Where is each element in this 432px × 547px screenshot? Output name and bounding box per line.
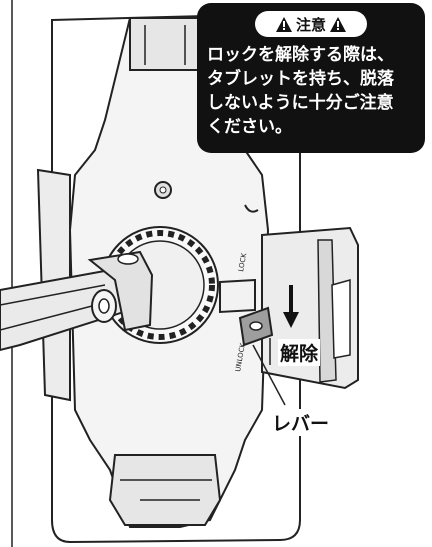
warning-icon [330, 16, 346, 32]
arm-head [87, 250, 154, 332]
bottom-clip [108, 454, 222, 526]
caution-line: しないように十分ご注意 [207, 93, 394, 113]
warning-icon [275, 16, 292, 32]
caution-callout: 注意 ロックを解除する際は、 タブレットを持ち、脱落 しないように十分ご注意 く… [197, 3, 425, 153]
rotation-arrow-mark [244, 204, 259, 213]
caution-line: タブレットを持ち、脱落 [207, 69, 394, 89]
release-arrow-head [283, 312, 299, 328]
lever-leader [252, 344, 286, 406]
lever-label: レバー [270, 409, 332, 436]
caution-line: ください。 [207, 117, 292, 137]
caution-badge-label: 注意 [295, 15, 326, 34]
caution-line: ロックを解除する際は、 [207, 45, 394, 65]
lock-block [219, 278, 256, 314]
lock-engraving: LOCK [237, 252, 248, 272]
caution-text: ロックを解除する際は、 タブレットを持ち、脱落 しないように十分ご注意 ください… [207, 43, 421, 139]
mount-arm [0, 268, 132, 352]
top-clip [129, 17, 207, 71]
release-label: 解除 [278, 339, 321, 366]
caution-badge: 注意 [255, 11, 367, 37]
